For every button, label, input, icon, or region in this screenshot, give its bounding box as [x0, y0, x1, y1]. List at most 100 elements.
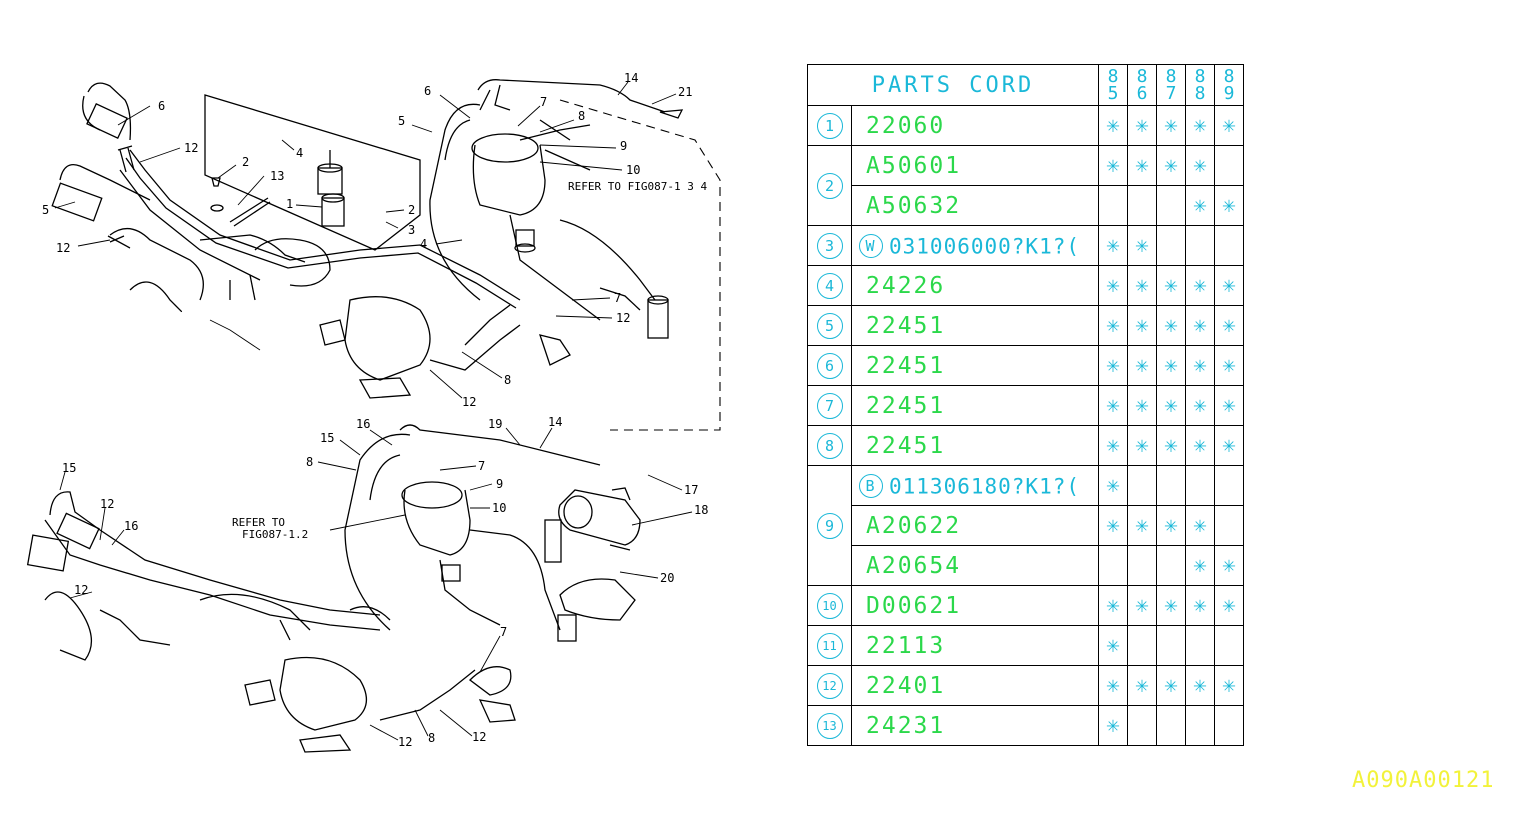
part-number-cell: 22451	[851, 425, 1099, 466]
callout-label: 17	[684, 483, 698, 497]
year-mark: ✳	[1156, 585, 1186, 626]
year-mark: ✳	[1127, 505, 1157, 546]
callout-label: 5	[42, 203, 49, 217]
callout-label: 12	[74, 583, 88, 597]
year-mark: ✳	[1098, 665, 1128, 706]
callout-label: 5	[398, 114, 405, 128]
callout-label: 15	[62, 461, 76, 475]
ref-number: 13	[816, 712, 843, 739]
part-number-cell: 22401	[851, 665, 1099, 706]
year-mark: ✳	[1098, 345, 1128, 386]
year-mark: ✳	[1156, 305, 1186, 346]
table-title: PARTS CORD	[807, 64, 1099, 106]
part-number-cell: 22451	[851, 385, 1099, 426]
year-mark: ✳	[1214, 345, 1244, 386]
year-mark	[1156, 705, 1186, 746]
year-mark: ✳	[1214, 185, 1244, 226]
year-mark: ✳	[1156, 105, 1186, 146]
year-mark	[1185, 625, 1215, 666]
callouts-upper: 6 12 5 12 2 13 4 1 2 3 6 7 8 5 9 10 14 2…	[42, 71, 707, 409]
callout-label: 2	[242, 155, 249, 169]
callout-label: 12	[56, 241, 70, 255]
ref-number-cell: 2	[807, 145, 852, 226]
callout-label: 4	[420, 237, 427, 251]
year-mark	[1127, 465, 1157, 506]
year-mark: ✳	[1185, 385, 1215, 426]
callout-label: 9	[496, 477, 503, 491]
year-mark	[1156, 225, 1186, 266]
year-mark: ✳	[1214, 665, 1244, 706]
callout-label: 7	[500, 625, 507, 639]
callout-label: 6	[158, 99, 165, 113]
part-number: 031006000?K1?(	[889, 234, 1081, 258]
year-mark: ✳	[1098, 105, 1128, 146]
table-row: A50632✳✳	[808, 185, 1244, 226]
part-prefix-badge: W	[859, 234, 883, 258]
refer-note-upper: REFER TO FIG087-1 3 4	[568, 180, 707, 193]
part-number-cell: 22113	[851, 625, 1099, 666]
year-mark: ✳	[1185, 265, 1215, 306]
part-number: A20622	[866, 512, 962, 539]
ref-number-cell: 11	[807, 625, 852, 666]
part-number: A50601	[866, 152, 962, 179]
ref-number: 7	[816, 392, 843, 419]
ref-number-cell: 10	[807, 585, 852, 626]
part-number-cell: 24231	[851, 705, 1099, 746]
year-mark: ✳	[1127, 225, 1157, 266]
year-mark	[1156, 545, 1186, 586]
table-row: A20622✳✳✳✳	[808, 505, 1244, 546]
year-mark: ✳	[1214, 385, 1244, 426]
callout-label: 20	[660, 571, 674, 585]
year-mark	[1156, 185, 1186, 226]
year-mark	[1127, 705, 1157, 746]
ref-number-cell: 8	[807, 425, 852, 466]
callout-label: 13	[270, 169, 284, 183]
callout-label: 8	[504, 373, 511, 387]
year-mark	[1214, 145, 1244, 186]
part-number: 011306180?K1?(	[889, 474, 1081, 498]
year-mark: ✳	[1127, 145, 1157, 186]
year-mark: ✳	[1127, 385, 1157, 426]
ref-number-cell: 9	[807, 465, 852, 586]
callout-label: 8	[578, 109, 585, 123]
year-mark: ✳	[1185, 545, 1215, 586]
callout-label: 21	[678, 85, 692, 99]
callout-label: 12	[398, 735, 412, 749]
ref-number: 8	[816, 432, 843, 459]
part-number: 22451	[866, 392, 946, 419]
ref-number-cell: 12	[807, 665, 852, 706]
ref-number: 6	[816, 352, 843, 379]
year-mark: ✳	[1185, 345, 1215, 386]
ref-number-cell: 13	[807, 705, 852, 746]
year-mark: ✳	[1098, 305, 1128, 346]
year-mark: ✳	[1185, 305, 1215, 346]
ref-number-cell: 1	[807, 105, 852, 146]
ref-number: 3	[816, 232, 843, 259]
year-mark	[1185, 225, 1215, 266]
year-mark: ✳	[1127, 585, 1157, 626]
year-mark: ✳	[1214, 585, 1244, 626]
year-mark: ✳	[1214, 545, 1244, 586]
year-mark: ✳	[1156, 505, 1186, 546]
ref-number: 1	[816, 112, 843, 139]
part-number-cell: D00621	[851, 585, 1099, 626]
year-mark: ✳	[1098, 145, 1128, 186]
year-mark: ✳	[1098, 465, 1128, 506]
callout-label: 12	[184, 141, 198, 155]
year-mark	[1098, 185, 1128, 226]
callout-label: 12	[462, 395, 476, 409]
ref-number: 11	[816, 632, 843, 659]
year-mark: ✳	[1127, 105, 1157, 146]
year-mark: ✳	[1098, 385, 1128, 426]
